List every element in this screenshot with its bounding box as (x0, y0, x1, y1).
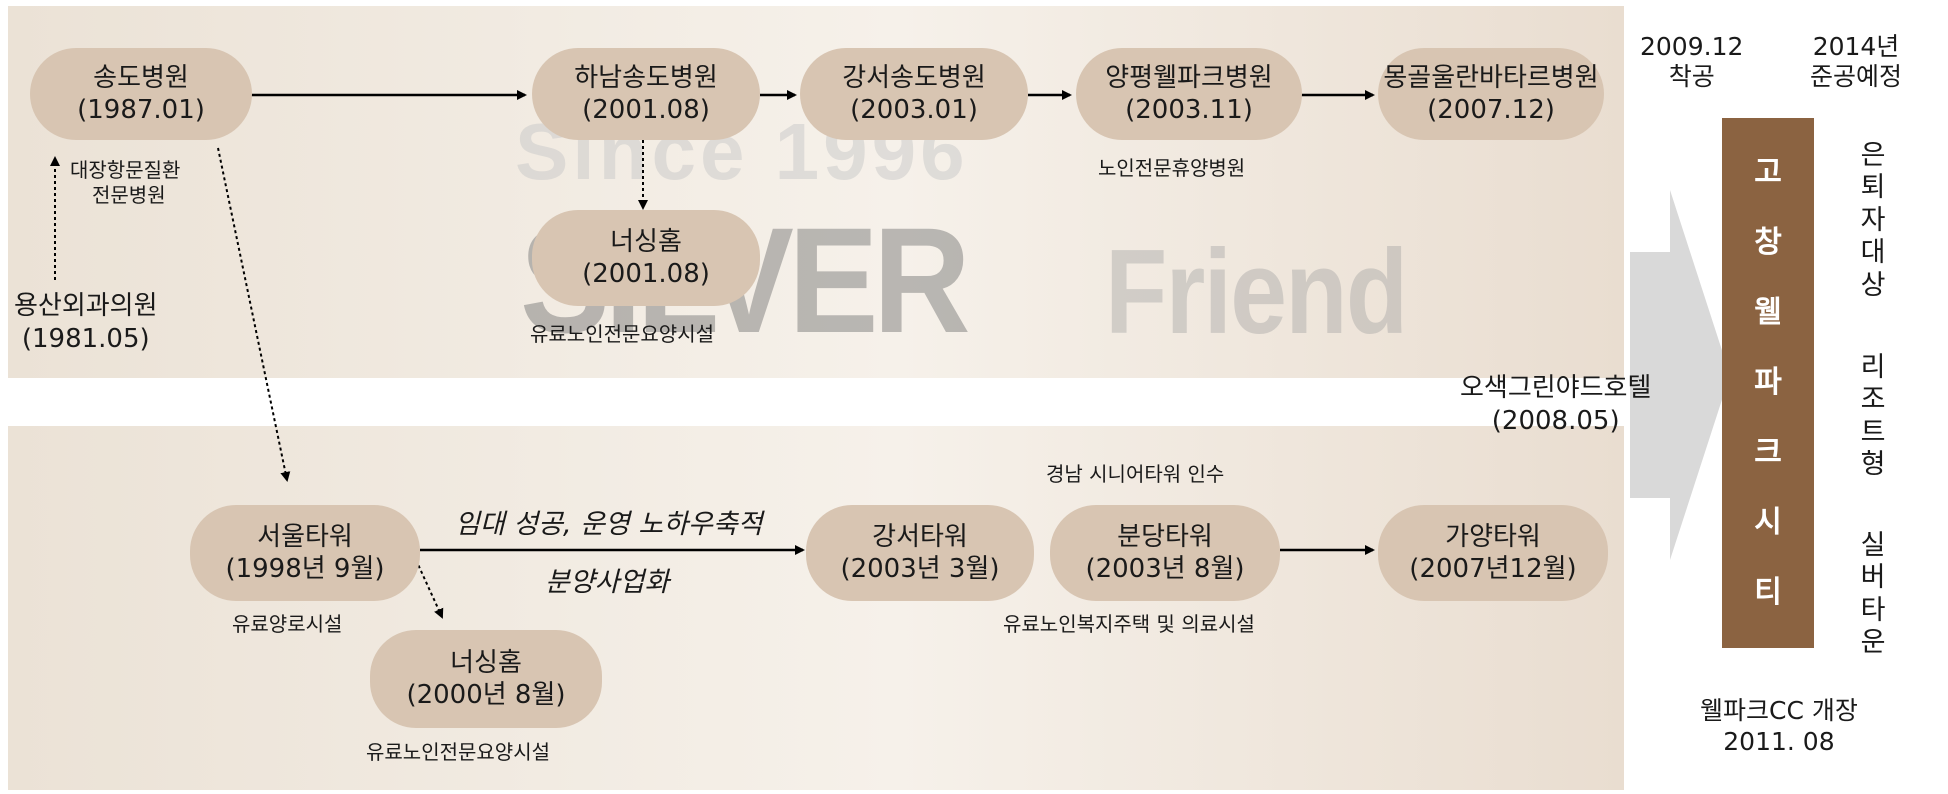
node-date: (2003년 8월) (1085, 554, 1245, 584)
node-name: 서울타워 (257, 521, 353, 552)
node-name: 강서타워 (872, 521, 968, 552)
node-date: (2003년 3월) (840, 554, 1000, 584)
completion-planned-label: 2014년 준공예정 (1810, 32, 1903, 91)
node-date: (1998년 9월) (225, 554, 385, 584)
bottom-panel-towers (8, 426, 1624, 790)
node-date: (2001.08) (582, 259, 710, 289)
project-char: 크 (1754, 435, 1782, 470)
node-name: 하남송도병원 (574, 62, 718, 93)
sales-business-note: 분양사업화 (545, 567, 670, 598)
node-nursing-home-top: 너싱홈 (2001.08) (532, 210, 760, 306)
node-date: (2007년12월) (1409, 554, 1577, 584)
node-name: 너싱홈 (450, 647, 522, 678)
wellpark-cc-opening-label: 웰파크CC 개장 2011. 08 (1700, 696, 1858, 757)
node-gangseo-songdo-hospital: 강서송도병원 (2003.01) (800, 48, 1028, 140)
nursing-bottom-description: 유료노인전문요양시설 (366, 740, 550, 764)
bundang-acquisition-note: 경남 시니어타워 인수 (1046, 462, 1225, 486)
side-text-retiree: 은 퇴 자 대 상 (1860, 140, 1886, 301)
project-char: 시 (1754, 505, 1782, 540)
project-char: 파 (1754, 365, 1782, 400)
node-date: (1987.01) (77, 95, 205, 125)
leasing-success-note: 임대 성공, 운영 노하우축적 (455, 509, 763, 540)
node-date: (2003.11) (1125, 95, 1253, 125)
gochang-wellpark-city-box: 고 창 웰 파 크 시 티 (1722, 118, 1814, 648)
watermark-friend: Friend (1105, 225, 1408, 359)
node-date: (2003.01) (850, 95, 978, 125)
arrow-songdo-to-seoultower (217, 147, 291, 482)
side-text-silvertown: 실 버 타 운 (1860, 530, 1886, 659)
node-name: 송도병원 (93, 62, 189, 93)
node-date: (2001.08) (582, 95, 710, 125)
project-char: 고 (1754, 155, 1782, 190)
node-date: (2007.12) (1427, 95, 1555, 125)
node-name: 너싱홈 (610, 226, 682, 257)
yongsan-clinic-label: 용산외과의원 (1981.05) (14, 291, 158, 354)
node-name: 가양타워 (1445, 521, 1541, 552)
bundang-description: 유료노인복지주택 및 의료시설 (1003, 612, 1255, 636)
big-grey-arrow (1630, 190, 1730, 560)
node-bundang-tower: 분당타워 (2003년 8월) (1050, 505, 1280, 601)
node-mongolia-ulaanbaatar-hospital: 몽골울란바타르병원 (2007.12) (1378, 48, 1604, 140)
songdo-description: 대장항문질환 전문병원 (70, 158, 181, 207)
node-name: 강서송도병원 (842, 62, 986, 93)
project-char: 웰 (1754, 295, 1782, 330)
node-gayang-tower: 가양타워 (2007년12월) (1378, 505, 1608, 601)
nursing-top-description: 유료노인전문요양시설 (530, 322, 714, 346)
construction-start-label: 2009.12 착공 (1640, 32, 1744, 91)
side-text-resort: 리 조 트 형 (1860, 352, 1886, 481)
hotel-label: 오색그린야드호텔 (2008.05) (1460, 373, 1652, 436)
node-hanam-songdo-hospital: 하남송도병원 (2001.08) (532, 48, 760, 140)
seoul-tower-description: 유료양로시설 (232, 612, 343, 636)
node-name: 몽골울란바타르병원 (1383, 62, 1599, 93)
project-char: 티 (1754, 575, 1782, 610)
node-gangseo-tower: 강서타워 (2003년 3월) (806, 505, 1034, 601)
project-char: 창 (1754, 225, 1782, 260)
node-seoul-tower: 서울타워 (1998년 9월) (190, 505, 420, 601)
yangpyeong-description: 노인전문휴양병원 (1098, 156, 1246, 180)
node-nursing-home-bottom: 너싱홈 (2000년 8월) (370, 630, 602, 728)
node-yangpyeong-wellpark-hospital: 양평웰파크병원 (2003.11) (1076, 48, 1302, 140)
node-name: 분당타워 (1117, 521, 1213, 552)
arrow-seoultower-to-nursing (415, 559, 444, 619)
node-name: 양평웰파크병원 (1105, 62, 1273, 93)
node-songdo-hospital: 송도병원 (1987.01) (30, 48, 252, 140)
node-date: (2000년 8월) (406, 680, 566, 710)
